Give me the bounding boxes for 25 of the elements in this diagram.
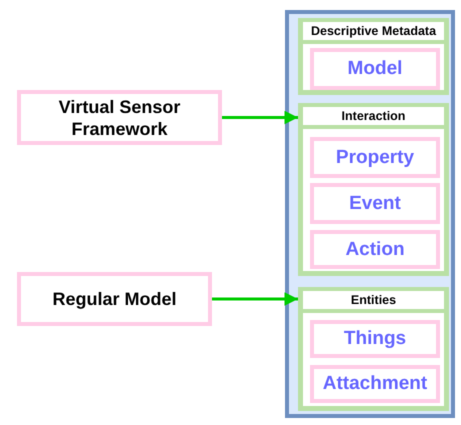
item-box [310,365,440,403]
item-box [310,320,440,358]
item-label: Action [345,238,405,260]
item-box [310,48,440,90]
group-panel [298,103,449,276]
group-title: Entities [303,291,444,309]
item-label: Property [336,146,414,168]
item-box [310,137,440,178]
item-box [310,183,440,224]
group-title: Interaction [303,107,444,125]
group-panel [298,18,449,95]
source-box [17,272,212,326]
group-panel [298,287,449,411]
group-title: Descriptive Metadata [303,22,444,40]
arrow [212,292,298,306]
arrow [222,110,298,124]
source-box [17,90,222,145]
item-box [310,230,440,269]
source-label: Regular Model [52,288,176,310]
container-panel [285,10,455,418]
item-label: Attachment [322,373,428,395]
item-label: Model [348,58,402,80]
item-label: Event [349,192,401,214]
source-label: Virtual Sensor Framework [58,96,182,140]
item-label: Things [344,328,406,350]
